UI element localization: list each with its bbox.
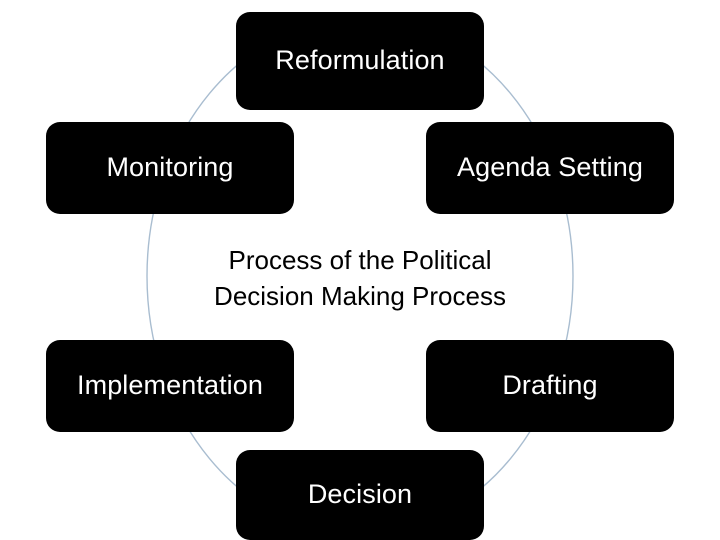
node-agenda-setting[interactable]: Agenda Setting	[426, 122, 674, 214]
node-drafting[interactable]: Drafting	[426, 340, 674, 432]
node-reformulation-label: Reformulation	[275, 45, 445, 76]
node-decision-label: Decision	[307, 479, 413, 510]
node-monitoring-label: Monitoring	[106, 152, 234, 183]
node-agenda-setting-label: Agenda Setting	[456, 152, 644, 183]
center-title-line-2: Decision Making Process	[214, 281, 506, 312]
node-monitoring[interactable]: Monitoring	[46, 122, 294, 214]
node-reformulation[interactable]: Reformulation	[236, 12, 484, 110]
node-implementation[interactable]: Implementation	[46, 340, 294, 432]
center-title-line-1: Process of the Political	[228, 245, 492, 275]
node-decision[interactable]: Decision	[236, 450, 484, 540]
node-drafting-label: Drafting	[502, 370, 598, 401]
node-implementation-label: Implementation	[77, 370, 263, 401]
center-title: Process of the Political Decision Making…	[160, 242, 560, 315]
